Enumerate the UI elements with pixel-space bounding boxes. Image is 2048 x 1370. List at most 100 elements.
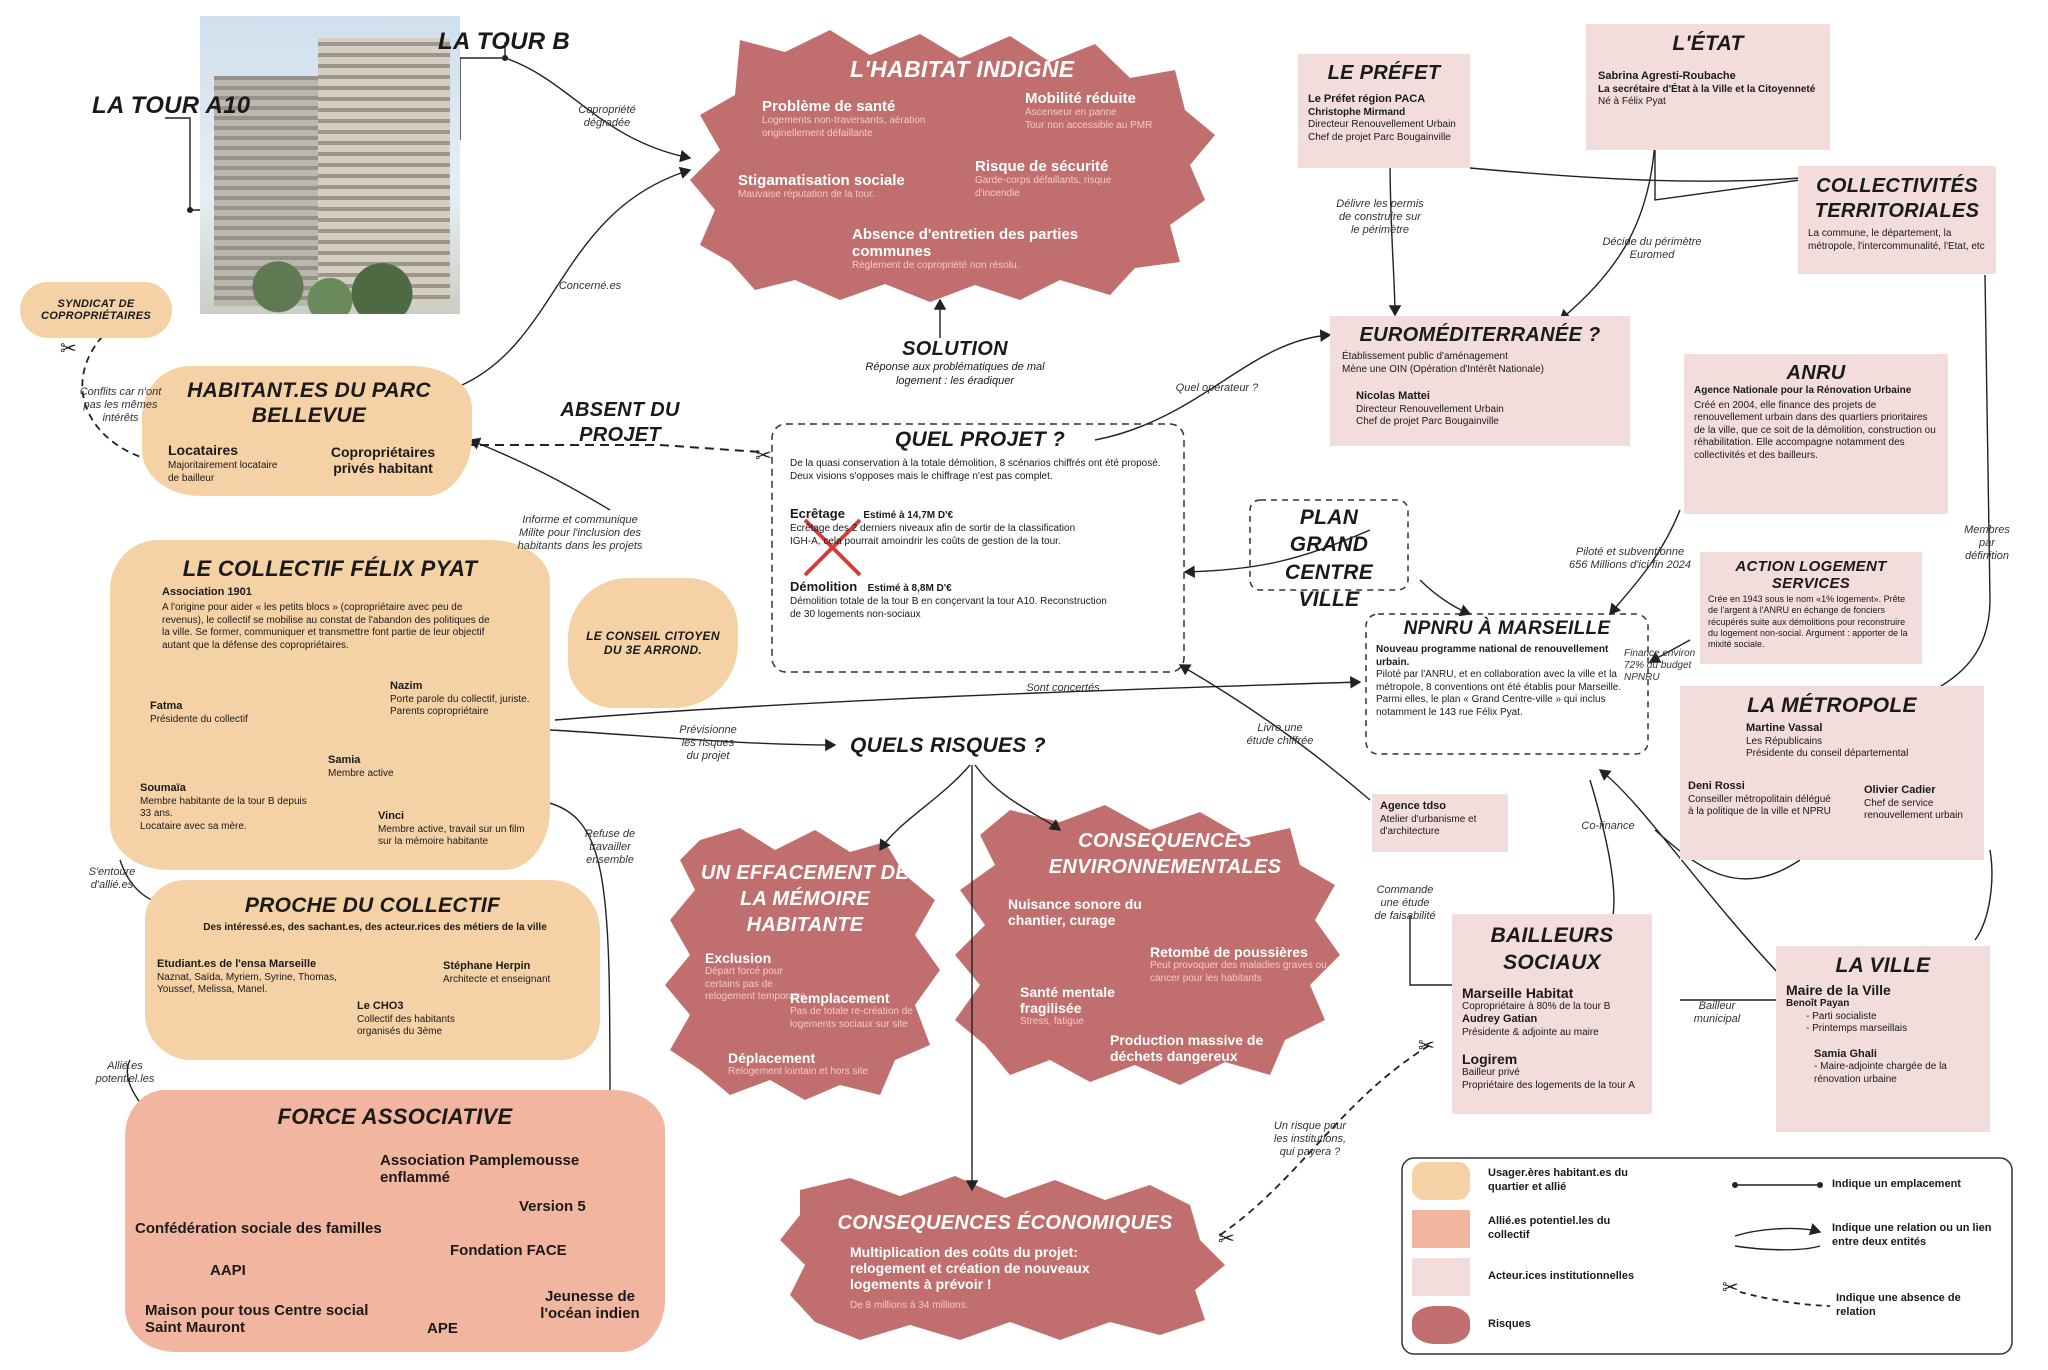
edge-label-refuse: Refuse de travailler ensemble xyxy=(584,828,636,867)
edge-label-conflits: Conflits car n'ont pas les mêmes intérêt… xyxy=(79,386,162,425)
plan-box xyxy=(1249,499,1409,591)
memoire-item: Exclusion Départ forcé pour certains pas… xyxy=(705,950,806,1002)
ville-node: LA VILLE Maire de la Ville Benoît Payan … xyxy=(1776,946,1990,1132)
habitat-item: Risque de sécurité Garde-corps défaillan… xyxy=(975,158,1112,199)
env-title: CONSEQUENCES ENVIRONNEMENTALES xyxy=(1048,830,1282,878)
edge-label-allie: Allié.es potentiel.les xyxy=(95,1060,155,1086)
tower-photo xyxy=(200,16,460,314)
habitat-title: L'HABITAT INDIGNE xyxy=(850,56,1075,82)
eco-title: CONSEQUENCES ÉCONOMIQUES xyxy=(837,1212,1173,1234)
edge-label-pilote: Piloté et subventionne 656 Millions d'ic… xyxy=(1569,546,1691,572)
edge-risk-env xyxy=(974,764,1062,831)
legend-item-usager: Usager.ères habitant.es du quartier et a… xyxy=(1412,1162,1638,1200)
trees xyxy=(200,246,460,314)
scissors-icon: ✂ xyxy=(1418,1035,1435,1057)
memoire-item: Déplacement Relogement lointain et hors … xyxy=(728,1050,869,1077)
legend-line-relation xyxy=(1734,1223,1822,1237)
edge-livre xyxy=(1178,664,1371,801)
edge-label-delivre: Délivre les permis de construire sur le … xyxy=(1336,198,1424,237)
edge-label-decide: Décide du périmètre Euromed xyxy=(1602,236,1702,262)
projet-node: QUEL PROJET ? De la quasi conservation à… xyxy=(790,428,1161,620)
agence-node: Agence tdso Atelier d'urbanisme et d'arc… xyxy=(1372,794,1508,852)
memoire-blob xyxy=(665,828,940,1100)
edge-conflits xyxy=(81,319,151,461)
edge-operateur xyxy=(1094,329,1332,441)
edge-label-membres: Membres par définition xyxy=(1964,524,2010,563)
edge-commande xyxy=(1409,915,1455,986)
edge-label-operateur: Quel opérateur ? xyxy=(1175,382,1259,394)
habitat-item: Mobilité réduite Ascenseur en panne Tour… xyxy=(1025,90,1153,131)
syndicat-node: SYNDICAT DE COPROPRIÉTAIRES xyxy=(20,282,172,338)
edge-institutions xyxy=(1219,1044,1431,1236)
edge-concernes xyxy=(461,166,692,386)
projet-box xyxy=(771,423,1185,673)
edge-label-livre: Livre une étude chiffrée xyxy=(1246,722,1314,748)
edge-sont xyxy=(554,676,1362,721)
ecretage-cross xyxy=(803,518,862,577)
edge-delivre xyxy=(1388,157,1402,317)
eco-sub: De 8 millions à 34 millions. xyxy=(850,1300,969,1311)
env-item: Retombé de poussières Peut provoquer des… xyxy=(1150,944,1327,984)
edge-refuse xyxy=(534,799,617,1112)
etat-node: L'ÉTAT Sabrina Agresti-Roubache La secré… xyxy=(1586,24,1830,150)
absent-label: ABSENT DU PROJET xyxy=(560,399,680,446)
prefet-node: LE PRÉFET Le Préfet région PACA Christop… xyxy=(1298,54,1470,168)
edge-label-copro: Copropriété dégradée xyxy=(578,104,636,130)
plan-node: PLAN GRAND CENTRE VILLE xyxy=(1284,506,1374,611)
scissors-icon: ✂ xyxy=(1722,1277,1739,1299)
edge-label-concernes: Concerné.es xyxy=(558,280,622,292)
bailleurs-node: BAILLEURS SOCIAUX Marseille Habitat Copr… xyxy=(1452,914,1652,1114)
edge-label-municipal: Bailleur municipal xyxy=(1693,1000,1741,1026)
legend-line-absence xyxy=(1739,1291,1831,1307)
edge-absent xyxy=(450,444,761,453)
habitat-indigne-blob xyxy=(690,30,1215,302)
edge-finance xyxy=(1648,639,1691,663)
env-item: Production massive de déchets dangereux xyxy=(1110,1032,1264,1064)
edge-ville-npnru xyxy=(1598,769,1781,976)
legend-frame xyxy=(1401,1157,2013,1355)
eco-text: Multiplication des coûts du projet: relo… xyxy=(850,1244,1090,1292)
legend-swatch-acteurs xyxy=(1412,1258,1470,1296)
edge-label-entoure: S'entoure d'allié.es xyxy=(88,866,136,892)
force-node: FORCE ASSOCIATIVE Association Pamplemous… xyxy=(125,1090,665,1352)
legend-label-emplacement: Indique un emplacement xyxy=(1832,1178,1961,1190)
edge-risk-memoire xyxy=(879,764,971,852)
env-item: Nuisance sonore du chantier, curage xyxy=(1008,896,1142,928)
legend-label-relation: Indique une relation ou un lien entre de… xyxy=(1832,1222,1992,1248)
edge-label-prevision: Prévisionne les risques du projet xyxy=(679,724,737,763)
edge-label-finance: Finance environ 72% du budget NPNRU xyxy=(1624,648,1696,683)
npnru-box xyxy=(1365,613,1649,755)
edge-pilote xyxy=(1609,509,1681,616)
solution-node: SOLUTION Réponse aux problématiques de m… xyxy=(865,338,1045,387)
edge-label-institutions: Un risque pour les institutions, qui pay… xyxy=(1273,1120,1347,1159)
edge-etat-coll xyxy=(1654,148,1801,201)
edge-informe xyxy=(468,437,611,511)
proche-node: PROCHE DU COLLECTIF Des intéressé.es, de… xyxy=(145,880,600,1060)
conseil-node: LE CONSEIL CITOYEN DU 3E ARROND. xyxy=(568,578,738,708)
edge-npnru-plan xyxy=(1183,529,1371,579)
legend-swatch-usager xyxy=(1412,1162,1470,1200)
habitat-item: Stigamatisation sociale Mauvaise réputat… xyxy=(738,172,905,200)
euromed-node: EUROMÉDITERRANÉE ? Établissement public … xyxy=(1330,316,1630,446)
legend-label-absence: Indique une absence de relation xyxy=(1836,1292,1961,1318)
habitat-item: Absence d'entretien des parties communes… xyxy=(852,226,1079,271)
anru-node: ANRU Agence Nationale pour la Rénovation… xyxy=(1684,354,1948,514)
legend-item-allie: Allié.es potentiel.les du collectif xyxy=(1412,1210,1638,1248)
tour-a10-label: LA TOUR A10 xyxy=(92,92,251,119)
env-item: Santé mentale fragilisée Stress, fatigue xyxy=(1020,984,1115,1027)
edge-prefet-coll xyxy=(1469,167,1801,182)
edge-decide xyxy=(1558,139,1656,321)
environnement-blob xyxy=(955,805,1340,1085)
edge-plan-npnru xyxy=(1419,579,1472,617)
scissors-icon: ✂ xyxy=(755,445,772,467)
memoire-title: UN EFFACEMENT DE LA MÉMOIRE HABITANTE xyxy=(700,862,910,936)
bellevue-node: HABITANT.ES DU PARC BELLEVUE Locataires … xyxy=(142,366,472,496)
risques-node: QUELS RISQUES ? xyxy=(850,734,1046,757)
memoire-item: Remplacement Pas de totale re-création d… xyxy=(790,990,913,1030)
legend-item-acteurs: Acteur.ices institutionnelles xyxy=(1412,1258,1638,1296)
legend-swatch-allie xyxy=(1412,1210,1470,1248)
edge-metro-npnru xyxy=(1654,829,1801,880)
legend-item-risques: Risques xyxy=(1412,1306,1638,1344)
